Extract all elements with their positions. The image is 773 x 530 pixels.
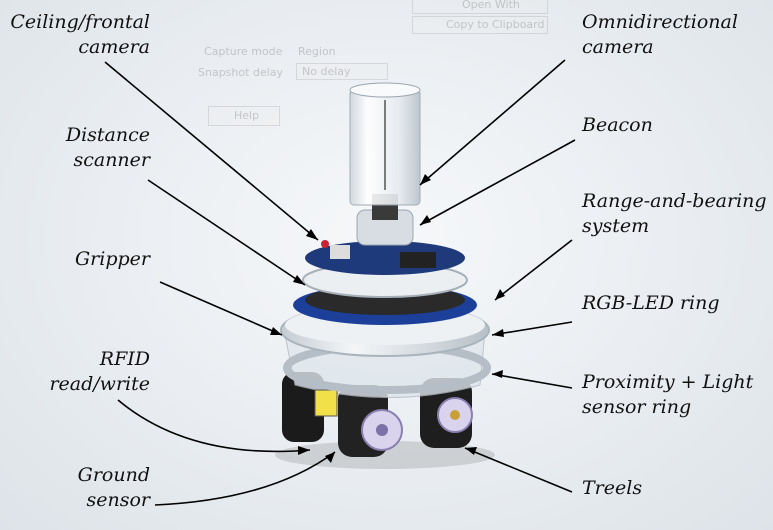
snapshot-delay-label: Snapshot delay bbox=[198, 66, 283, 79]
copy-button-ghost bbox=[412, 16, 548, 34]
arrow-heads bbox=[270, 174, 505, 463]
label-rfid: RFID read/write bbox=[49, 348, 150, 395]
label-distance-scanner: Distance scanner bbox=[65, 124, 150, 171]
arrow-rgb-led bbox=[491, 321, 573, 336]
arrow-distance-scanner bbox=[147, 179, 306, 286]
arrow-ceiling-camera bbox=[104, 61, 319, 241]
label-ceiling-camera: Ceiling/frontal camera bbox=[10, 11, 150, 58]
pcb-chip bbox=[400, 252, 436, 268]
label-treels: Treels bbox=[582, 477, 643, 499]
label-gripper: Gripper bbox=[75, 248, 150, 270]
label-rgb-led: RGB-LED ring bbox=[582, 292, 720, 314]
pcb-connector bbox=[330, 245, 350, 259]
arrow-rfid bbox=[117, 399, 311, 453]
label-ground-sensor: Ground sensor bbox=[77, 464, 150, 511]
arrow-ground-sensor bbox=[154, 451, 336, 506]
pcb-led bbox=[321, 240, 329, 248]
arrow-gripper bbox=[159, 281, 283, 336]
label-omni-camera: Omnidirectional camera bbox=[582, 11, 738, 58]
help-text: Help bbox=[234, 109, 260, 122]
copy-clipboard-text: Copy to Clipboard bbox=[446, 18, 545, 31]
pcb-board bbox=[305, 241, 465, 275]
label-proximity: Proximity + Light sensor ring bbox=[582, 371, 754, 418]
tube-top bbox=[349, 82, 421, 98]
open-with-text: Open With bbox=[462, 0, 520, 11]
capture-mode-value: Region bbox=[298, 45, 336, 58]
capture-mode-label: Capture mode bbox=[204, 45, 283, 58]
arrow-beacon bbox=[419, 139, 576, 226]
arrow-treels bbox=[464, 447, 573, 493]
label-beacon: Beacon bbox=[582, 114, 653, 136]
label-range-bearing: Range-and-bearing system bbox=[582, 190, 767, 237]
arrow-proximity bbox=[491, 373, 573, 389]
pointer-lines bbox=[104, 59, 576, 506]
arrow-omni-camera bbox=[419, 59, 566, 186]
wheel-axle-right bbox=[450, 410, 460, 420]
background-window: Open With Copy to Clipboard Capture mode… bbox=[180, 0, 590, 140]
arrow-range-bearing bbox=[494, 239, 573, 301]
delay-box-ghost bbox=[296, 63, 388, 80]
help-button-ghost bbox=[208, 106, 280, 126]
wheel-axle-left bbox=[376, 424, 388, 436]
rfid-tag bbox=[314, 389, 338, 417]
snapshot-delay-value: No delay bbox=[302, 65, 351, 78]
open-with-button-ghost bbox=[412, 0, 548, 14]
